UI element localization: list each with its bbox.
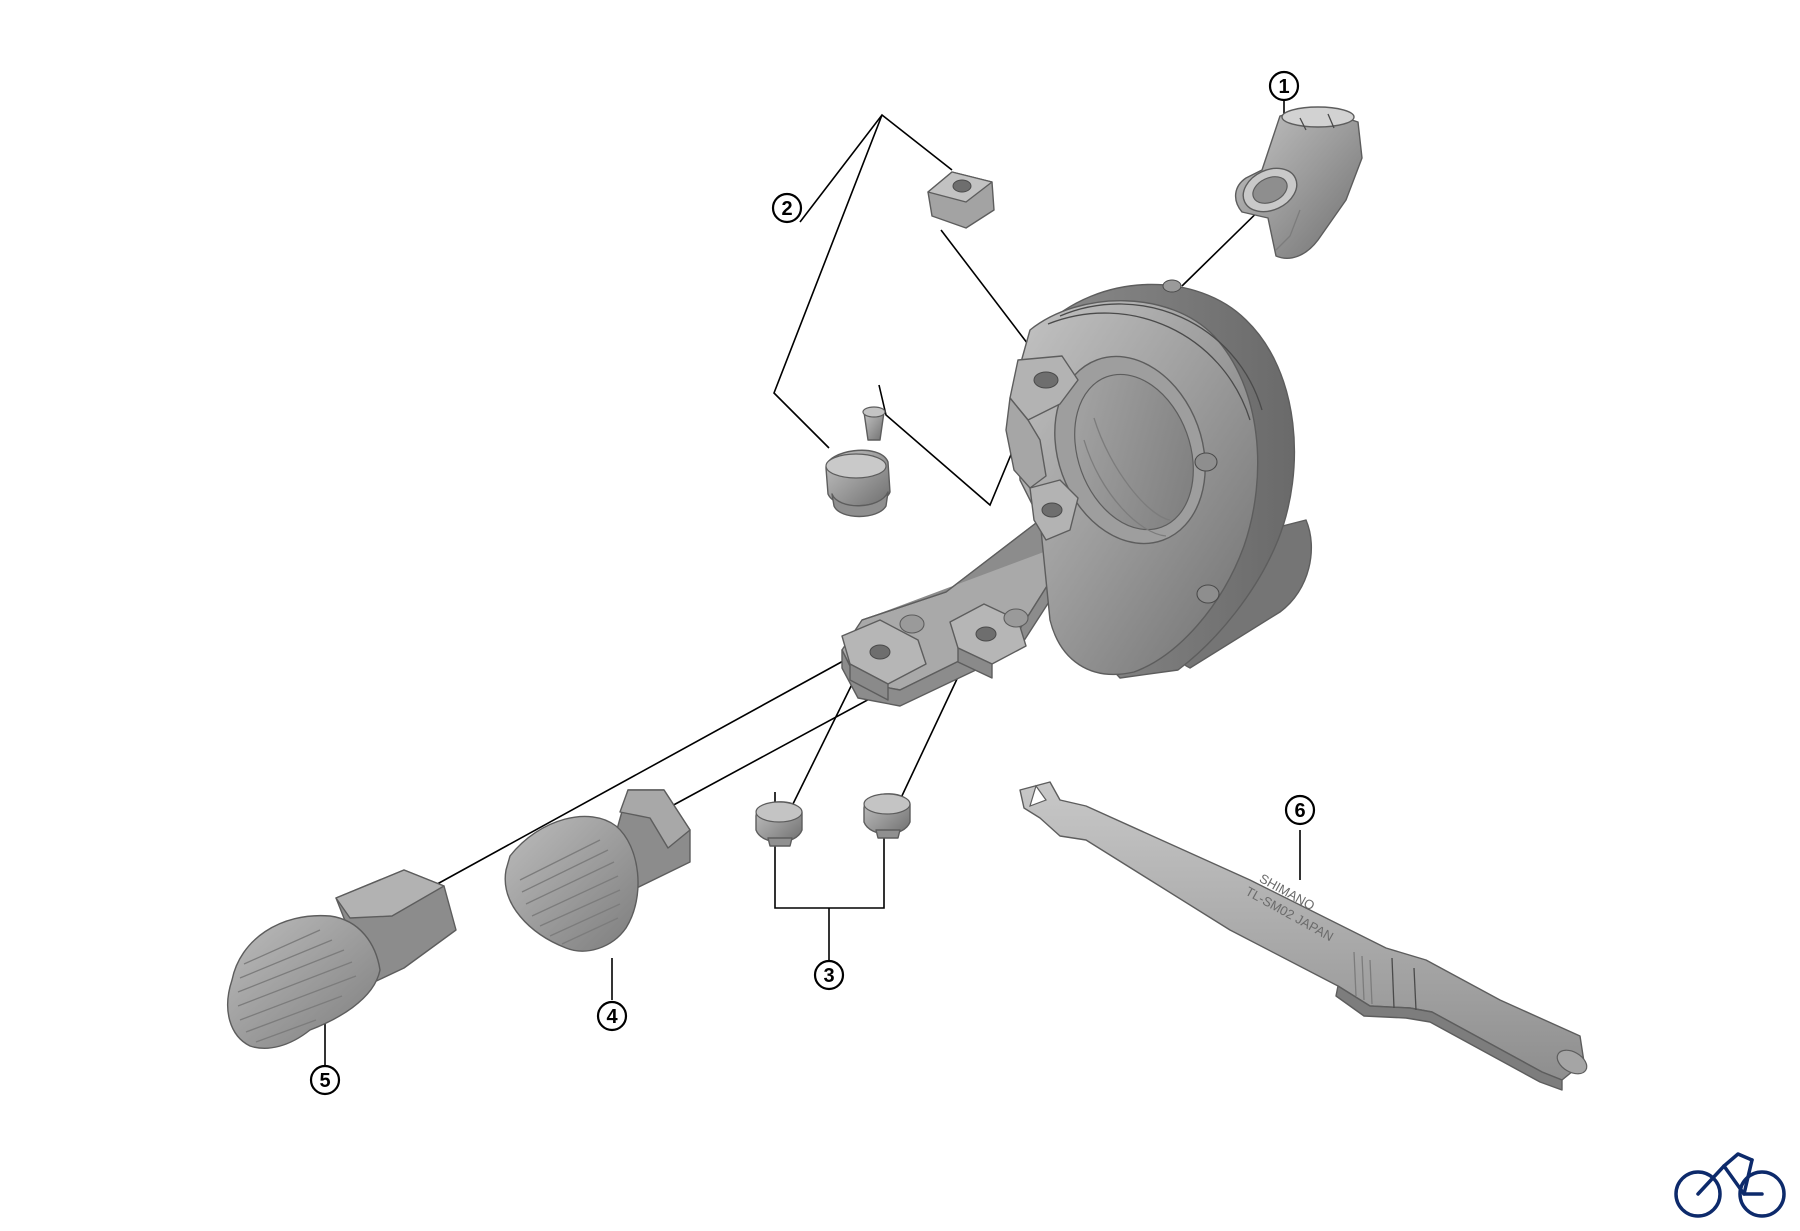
part-3-screw-left <box>755 801 803 847</box>
lever-5-grip-ridges <box>237 929 357 1043</box>
part-6-tool: SHIMANO TL-SM02 JAPAN <box>1019 781 1588 1091</box>
svg-text:2: 2 <box>781 198 792 220</box>
leader-lines <box>324 98 1301 1068</box>
callout-5: 5 <box>309 1064 341 1096</box>
svg-text:1: 1 <box>1278 76 1289 98</box>
callout-4: 4 <box>596 1000 628 1032</box>
callout-3: 3 <box>813 959 845 991</box>
part-4-small-lever <box>504 789 691 952</box>
svg-text:6: 6 <box>1294 800 1305 822</box>
svg-text:3: 3 <box>823 965 834 987</box>
callout-2: 2 <box>771 192 803 224</box>
part-1-cable-end-cap <box>1235 106 1363 259</box>
callout-6: 6 <box>1284 794 1316 826</box>
lever-4-grip-ridges <box>519 839 621 945</box>
part-2-clamp-bolt <box>825 406 891 518</box>
bicycle-logo-icon <box>1674 1152 1786 1218</box>
part-2-clamp-nut <box>927 171 995 229</box>
callout-1: 1 <box>1268 70 1300 102</box>
svg-text:4: 4 <box>606 1006 618 1028</box>
shifter-main-body <box>841 279 1313 707</box>
part-3-screw-right <box>863 793 911 839</box>
svg-text:5: 5 <box>319 1070 330 1092</box>
part-5-large-lever <box>226 869 457 1049</box>
